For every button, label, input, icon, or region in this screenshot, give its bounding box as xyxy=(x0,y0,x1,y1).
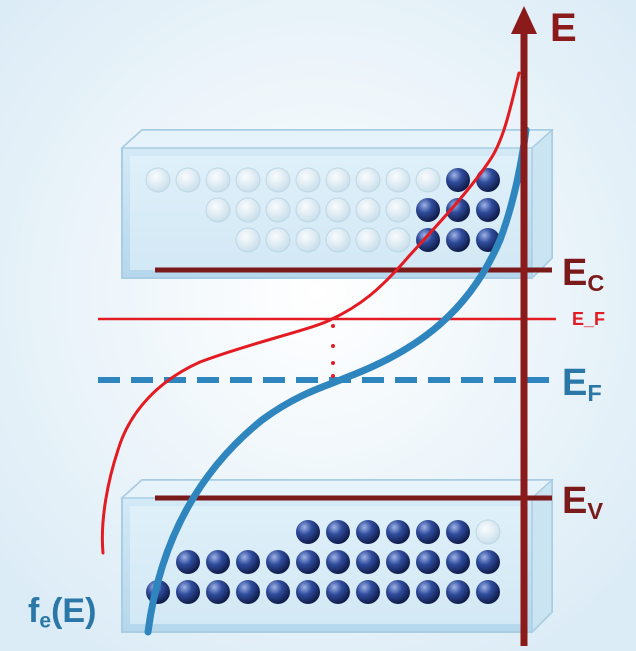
conduction-band-electron xyxy=(446,168,470,192)
conduction-band-label-sub: C xyxy=(587,269,605,296)
valence-band-electron xyxy=(326,550,350,574)
valence-band-electron xyxy=(296,580,320,604)
distribution-function-label: fe(E) xyxy=(28,594,96,631)
valence-band-electron xyxy=(356,580,380,604)
conduction-band-label-main: E xyxy=(562,252,588,294)
valence-band-label-sub: V xyxy=(587,497,604,524)
valence-band-label-main: E xyxy=(562,480,588,522)
conduction-band-electrons xyxy=(145,167,500,253)
valence-band-electron xyxy=(446,520,470,544)
conduction-band-empty-state xyxy=(385,167,411,193)
valence-band-electron xyxy=(326,520,350,544)
valence-band-electron xyxy=(176,550,200,574)
conduction-band-empty-state xyxy=(265,197,291,223)
conduction-band-empty-state xyxy=(355,197,381,223)
valence-band-empty-state xyxy=(475,519,501,545)
conduction-band-empty-state xyxy=(295,167,321,193)
conduction-band-empty-state xyxy=(235,227,261,253)
distribution-label-sub: e xyxy=(39,609,52,633)
conduction-band-empty-state xyxy=(325,227,351,253)
valence-band-electron xyxy=(236,580,260,604)
conduction-band-electron xyxy=(446,228,470,252)
valence-band-electron xyxy=(206,580,230,604)
valence-band-electron xyxy=(446,550,470,574)
conduction-band-label: EC xyxy=(562,254,604,295)
valence-band-electron xyxy=(296,550,320,574)
conduction-band-empty-state xyxy=(295,227,321,253)
valence-band-electron xyxy=(266,550,290,574)
valence-band-electron xyxy=(206,550,230,574)
distribution-label-main: f xyxy=(28,592,40,630)
conduction-band-electron xyxy=(446,198,470,222)
valence-band-electron xyxy=(356,550,380,574)
valence-band-electrons xyxy=(146,519,501,604)
conduction-band-empty-state xyxy=(235,167,261,193)
valence-band-electron xyxy=(416,520,440,544)
conduction-band-empty-state xyxy=(235,197,261,223)
conduction-band-electron xyxy=(476,168,500,192)
fermi-shift-dotted-connector xyxy=(331,324,335,378)
conduction-band-empty-state xyxy=(175,167,201,193)
conduction-band-empty-state xyxy=(355,167,381,193)
distribution-label-tail: (E) xyxy=(51,592,97,630)
valence-band-electron xyxy=(386,520,410,544)
conduction-band-empty-state xyxy=(205,197,231,223)
valence-band-electron xyxy=(296,520,320,544)
valence-band-electron xyxy=(176,580,200,604)
valence-band-electron xyxy=(236,550,260,574)
conduction-band-empty-state xyxy=(205,167,231,193)
valence-band-electron xyxy=(416,580,440,604)
fermi-level-label: EF xyxy=(562,364,602,405)
valence-band-electron xyxy=(386,580,410,604)
valence-band-electron xyxy=(416,550,440,574)
valence-band-electron xyxy=(446,580,470,604)
valence-band-electron xyxy=(476,580,500,604)
conduction-band-empty-state xyxy=(295,197,321,223)
valence-band-electron xyxy=(386,550,410,574)
conduction-band-empty-state xyxy=(145,167,171,193)
conduction-band-empty-state xyxy=(385,227,411,253)
conduction-band-electron xyxy=(416,228,440,252)
conduction-band-empty-state xyxy=(265,167,291,193)
valence-band-label: EV xyxy=(562,482,603,523)
conduction-band-empty-state xyxy=(325,167,351,193)
conduction-band-empty-state xyxy=(325,197,351,223)
conduction-band-empty-state xyxy=(385,197,411,223)
fermi-level-label-sub: F xyxy=(587,379,602,406)
energy-axis-arrowhead xyxy=(511,6,537,34)
conduction-band-electron xyxy=(416,198,440,222)
valence-band-electron xyxy=(476,550,500,574)
conduction-band-empty-state xyxy=(265,227,291,253)
shifted-fermi-dirac-curve xyxy=(100,71,521,555)
conduction-band-empty-state xyxy=(415,167,441,193)
valence-band-electron xyxy=(326,580,350,604)
fermi-dirac-curve xyxy=(144,126,530,636)
shifted-fermi-level-label: E_F xyxy=(572,309,606,329)
conduction-band-electron xyxy=(476,198,500,222)
energy-axis-label: E xyxy=(550,6,577,50)
conduction-band-empty-state xyxy=(355,227,381,253)
valence-band-electron xyxy=(356,520,380,544)
fermi-level-label-main: E xyxy=(562,362,588,404)
valence-band-electron xyxy=(266,580,290,604)
